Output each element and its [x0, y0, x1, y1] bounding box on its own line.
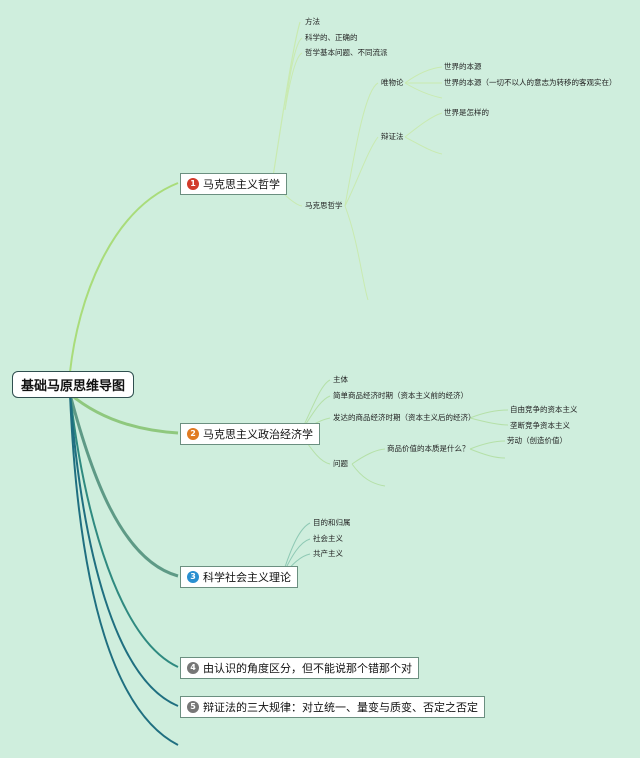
dialectics-node[interactable]: 辩证法 — [381, 132, 404, 141]
connector-marxism-blank — [344, 205, 369, 301]
philosophy-item-method[interactable]: 方法 — [305, 17, 320, 26]
connector-philosophy-item-3 — [284, 52, 303, 111]
philosophy-item-scientific[interactable]: 科学的、正确的 — [305, 33, 358, 42]
connector-materialism-item-1 — [404, 66, 443, 84]
connector-root-tail — [69, 393, 179, 746]
connector-root-branch-4 — [69, 393, 179, 668]
branch-label: 科学社会主义理论 — [203, 571, 291, 584]
branch-label: 辩证法的三大规律：对立统一、量变与质变、否定之否定 — [203, 701, 478, 714]
connector-philosophy-main — [271, 21, 301, 184]
connector-materialism-blank — [404, 82, 443, 99]
connector-root-branch-3 — [68, 393, 179, 578]
number-badge-2: 2 — [187, 428, 199, 440]
developed-item-monopoly[interactable]: 垄断竞争资本主义 — [510, 421, 570, 430]
connector-dialectics-item-1 — [404, 112, 443, 138]
number-badge-1: 1 — [187, 178, 199, 190]
developed-item-free-competition[interactable]: 自由竞争的资本主义 — [510, 405, 578, 414]
connector-value-blank — [469, 448, 506, 459]
connector-question-blank — [351, 463, 386, 487]
number-badge-5: 5 — [187, 701, 199, 713]
philosophy-marxism-node[interactable]: 马克思哲学 — [305, 201, 343, 210]
connector-root-branch-1 — [69, 182, 179, 373]
connector-marxism-dialectics — [344, 136, 379, 207]
socialism-item-communism[interactable]: 共产主义 — [313, 549, 343, 558]
branch-political-economy[interactable]: 2 马克思主义政治经济学 — [180, 423, 320, 445]
value-answer-labor[interactable]: 劳动（创造价值） — [507, 436, 567, 445]
connector-developed-item-1 — [469, 409, 509, 419]
connector-value-answer — [469, 440, 506, 450]
number-badge-3: 3 — [187, 571, 199, 583]
number-badge-4: 4 — [187, 662, 199, 674]
connector-developed-item-2 — [469, 417, 509, 426]
root-node[interactable]: 基础马原思维导图 — [12, 371, 135, 398]
socialism-item-purpose[interactable]: 目的和归属 — [313, 518, 351, 527]
branch-dialectic-laws[interactable]: 5 辩证法的三大规律：对立统一、量变与质变、否定之否定 — [180, 696, 485, 718]
economics-item-developed[interactable]: 发达的商品经济时期（资本主义后的经济） — [333, 413, 476, 422]
branch-scientific-socialism[interactable]: 3 科学社会主义理论 — [180, 566, 298, 588]
branch-cognition-perspective[interactable]: 4 由认识的角度区分，但不能说那个错那个对 — [180, 657, 419, 679]
economics-item-subject[interactable]: 主体 — [333, 375, 348, 384]
philosophy-item-basic-question[interactable]: 哲学基本问题、不同流派 — [305, 48, 388, 57]
branch-philosophy[interactable]: 1 马克思主义哲学 — [180, 173, 287, 195]
connector-root-branch-5 — [69, 393, 179, 707]
branch-label: 由认识的角度区分，但不能说那个错那个对 — [203, 662, 412, 675]
branch-label: 马克思主义哲学 — [203, 178, 280, 191]
branch-label: 马克思主义政治经济学 — [203, 428, 313, 441]
materialism-node[interactable]: 唯物论 — [381, 78, 404, 87]
materialism-item-origin-objective[interactable]: 世界的本源（一切不以人的意志为转移的客观实在） — [444, 78, 617, 87]
connector-dialectics-blank — [404, 136, 443, 155]
connector-question-value — [351, 448, 386, 465]
connector-marxism-materialism — [344, 82, 379, 207]
socialism-item-socialism[interactable]: 社会主义 — [313, 534, 343, 543]
dialectics-item-world[interactable]: 世界是怎样的 — [444, 108, 489, 117]
economics-item-simple[interactable]: 简单商品经济时期（资本主义前的经济） — [333, 391, 468, 400]
economics-question-node[interactable]: 问题 — [333, 459, 348, 468]
connector-root-branch-2 — [69, 392, 179, 435]
materialism-item-origin[interactable]: 世界的本源 — [444, 62, 482, 71]
value-question-node[interactable]: 商品价值的本质是什么？ — [387, 444, 470, 453]
